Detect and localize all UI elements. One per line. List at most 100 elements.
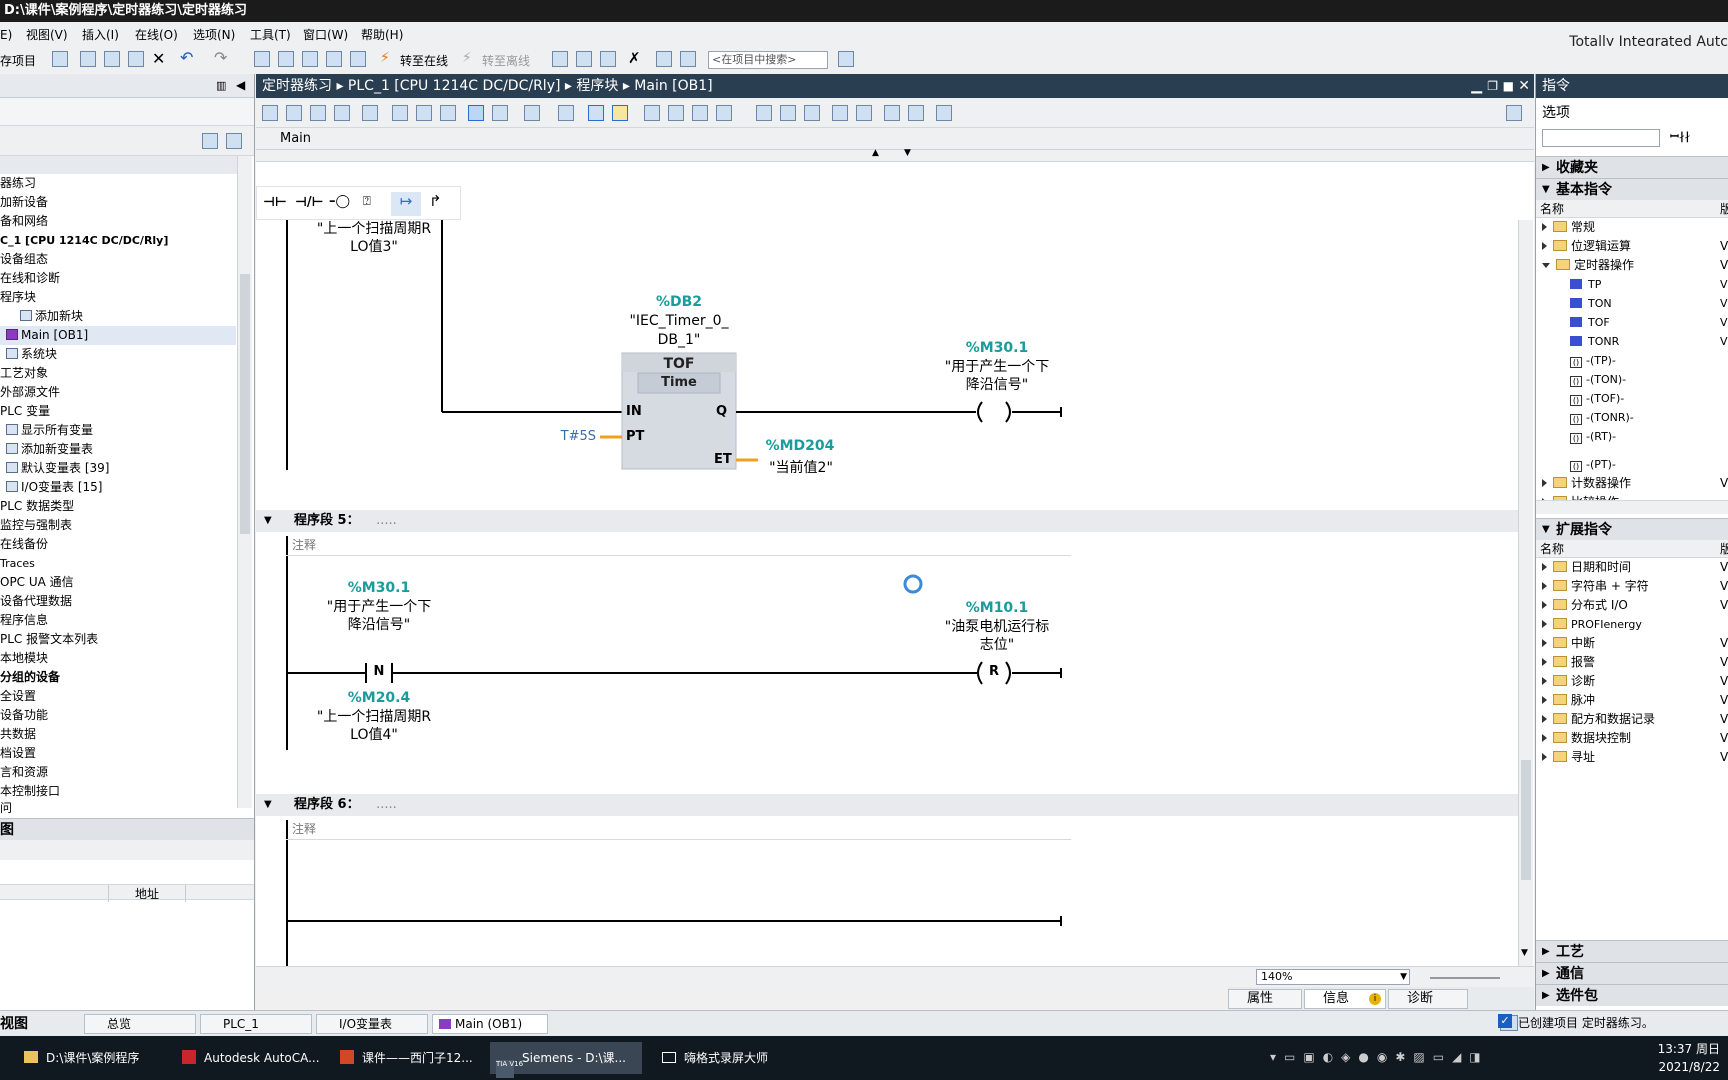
block-interface-title[interactable]: Main: [256, 128, 1534, 150]
seg5-contact-address[interactable]: %M30.1: [347, 580, 411, 596]
go-offline-button[interactable]: 转至离线: [482, 54, 531, 68]
chevron-down-icon[interactable]: ▼: [1400, 972, 1407, 982]
append-row-icon[interactable]: [334, 105, 350, 121]
tree-item-watch-force[interactable]: 监控与强制表: [0, 518, 73, 532]
tof-type-field[interactable]: [637, 372, 721, 394]
network-6-title[interactable]: ▼ 程序段 6： .....: [256, 794, 1518, 816]
tree-item-io-tag-table[interactable]: I/O变量表 [15]: [0, 478, 236, 497]
collapse-basic-icon[interactable]: ▼: [1542, 184, 1550, 195]
n-contact-symbol[interactable]: N: [373, 664, 385, 679]
tree-item-access[interactable]: 问: [0, 801, 13, 815]
tab-properties[interactable]: 属性: [1228, 989, 1302, 1009]
operand-display-icon[interactable]: [558, 105, 574, 121]
tree-item-main-ob1[interactable]: Main [OB1]: [0, 326, 236, 345]
redo-icon[interactable]: ↷: [214, 48, 228, 67]
go-online-icon[interactable]: ⚡: [380, 50, 390, 66]
coil-icon[interactable]: –◯: [329, 194, 351, 209]
tree-scrollbar[interactable]: [237, 156, 252, 808]
tree-item-languages[interactable]: 言和资源: [0, 765, 49, 779]
tree-item-plc-data-types[interactable]: PLC 数据类型: [0, 499, 75, 513]
upload-icon[interactable]: [302, 51, 318, 67]
split-vertical-icon[interactable]: [680, 51, 696, 67]
tof-box[interactable]: [621, 352, 737, 470]
system-tray-icons[interactable]: ▾▭▣◐◈●◉✱▨▭◢◨: [1270, 1050, 1489, 1064]
restore-icon[interactable]: ❐: [1487, 79, 1498, 93]
instr-ton-coil[interactable]: ()-(TON)-: [1536, 370, 1728, 389]
empty-box-icon[interactable]: ⍰: [363, 194, 371, 209]
goto-next-icon[interactable]: [780, 105, 796, 121]
tree-item-add-block[interactable]: 添加新块: [0, 307, 236, 326]
editor-scrollbar[interactable]: ▼: [1518, 220, 1533, 966]
close-editor-icon[interactable]: ✕: [1518, 78, 1530, 94]
connect-icon[interactable]: [884, 105, 900, 121]
editor-scroll-thumb[interactable]: [1521, 760, 1531, 880]
tree-item-online-backup[interactable]: 在线备份: [0, 537, 49, 551]
tree-item-common-data[interactable]: 共数据: [0, 727, 37, 741]
glasses-monitor-icon[interactable]: [908, 105, 924, 121]
step-icon[interactable]: [804, 105, 820, 121]
simulation-icon[interactable]: [326, 51, 342, 67]
instr-general[interactable]: 常规: [1536, 218, 1728, 237]
expand-packages-icon[interactable]: ▶: [1542, 990, 1550, 1001]
taskbar-explorer[interactable]: D:\课件\案例程序: [18, 1042, 168, 1074]
minimize-icon[interactable]: ▁: [1471, 78, 1482, 94]
copy-icon[interactable]: [104, 51, 120, 67]
accessible-devices-icon[interactable]: [552, 51, 568, 67]
instr-pt-coil[interactable]: ()-(PT)-: [1536, 458, 1728, 474]
pt-value[interactable]: T#5S: [560, 429, 596, 444]
absolute-operand-icon[interactable]: [440, 105, 456, 121]
tree-item-traces[interactable]: Traces: [0, 557, 35, 570]
tree-item-version-control[interactable]: 本控制接口: [0, 784, 61, 798]
tree-item-local-modules[interactable]: 本地模块: [0, 651, 49, 665]
split-horizontal-icon[interactable]: [656, 51, 672, 67]
et-address[interactable]: %MD204: [765, 438, 835, 454]
zoom-select[interactable]: 140% ▼: [1256, 969, 1410, 985]
ext-profienergy[interactable]: PROFIenergy: [1536, 615, 1728, 634]
print-icon[interactable]: [52, 51, 68, 67]
menu-tools[interactable]: 工具(T): [250, 28, 291, 42]
maximize-icon[interactable]: ■: [1502, 79, 1514, 93]
optional-packages-header[interactable]: ▶选件包: [1536, 984, 1728, 1006]
menu-window[interactable]: 窗口(W): [303, 28, 349, 42]
stop-cpu-icon[interactable]: [600, 51, 616, 67]
tof-time-label[interactable]: Time: [661, 375, 697, 390]
zoom-slider[interactable]: [1430, 977, 1500, 979]
tab-overview[interactable]: 总览: [84, 1014, 196, 1034]
tree-item-plc1[interactable]: C_1 [CPU 1214C DC/DC/Rly]: [0, 234, 169, 247]
download-icon[interactable]: [278, 51, 294, 67]
expand-tech-icon[interactable]: ▶: [1542, 946, 1550, 957]
tree-item-device-proxy[interactable]: 设备代理数据: [0, 594, 73, 608]
tree-scroll-thumb[interactable]: [240, 274, 250, 534]
menu-insert[interactable]: 插入(I): [82, 28, 119, 42]
seg5-mem-address[interactable]: %M20.4: [347, 690, 411, 706]
tree-item-cross-device[interactable]: 设备功能: [0, 708, 49, 722]
go-online-button[interactable]: 转至在线: [400, 54, 449, 68]
nc-contact-icon[interactable]: ⊣/⊢: [295, 195, 324, 210]
tree-item-plc-tags[interactable]: PLC 变量: [0, 404, 51, 418]
collapse-network-5-icon[interactable]: ▼: [264, 515, 272, 526]
taskbar-tia-portal[interactable]: TIA V16Siemens - D:\课...: [490, 1042, 642, 1078]
save-project-button[interactable]: 存项目: [0, 54, 37, 68]
instr-tp-coil[interactable]: ()-(TP)-: [1536, 351, 1728, 370]
expand-favorites-icon[interactable]: ▶: [1542, 162, 1550, 173]
technology-header[interactable]: ▶工艺: [1536, 940, 1728, 962]
open-all-networks-icon[interactable]: [392, 105, 408, 121]
force-icon[interactable]: [936, 105, 952, 121]
details-view-header[interactable]: 图: [0, 818, 254, 840]
cross-ref-icon[interactable]: ✗: [628, 49, 641, 67]
favorites-header[interactable]: ▶收藏夹: [1536, 156, 1728, 178]
tree-item-opcua[interactable]: OPC UA 通信: [0, 575, 74, 589]
delete-icon[interactable]: ✕: [152, 49, 166, 68]
remove-icon[interactable]: [362, 105, 378, 121]
go-offline-icon[interactable]: ⚡: [462, 50, 472, 66]
tab-diagnostics[interactable]: 诊断: [1388, 989, 1468, 1009]
